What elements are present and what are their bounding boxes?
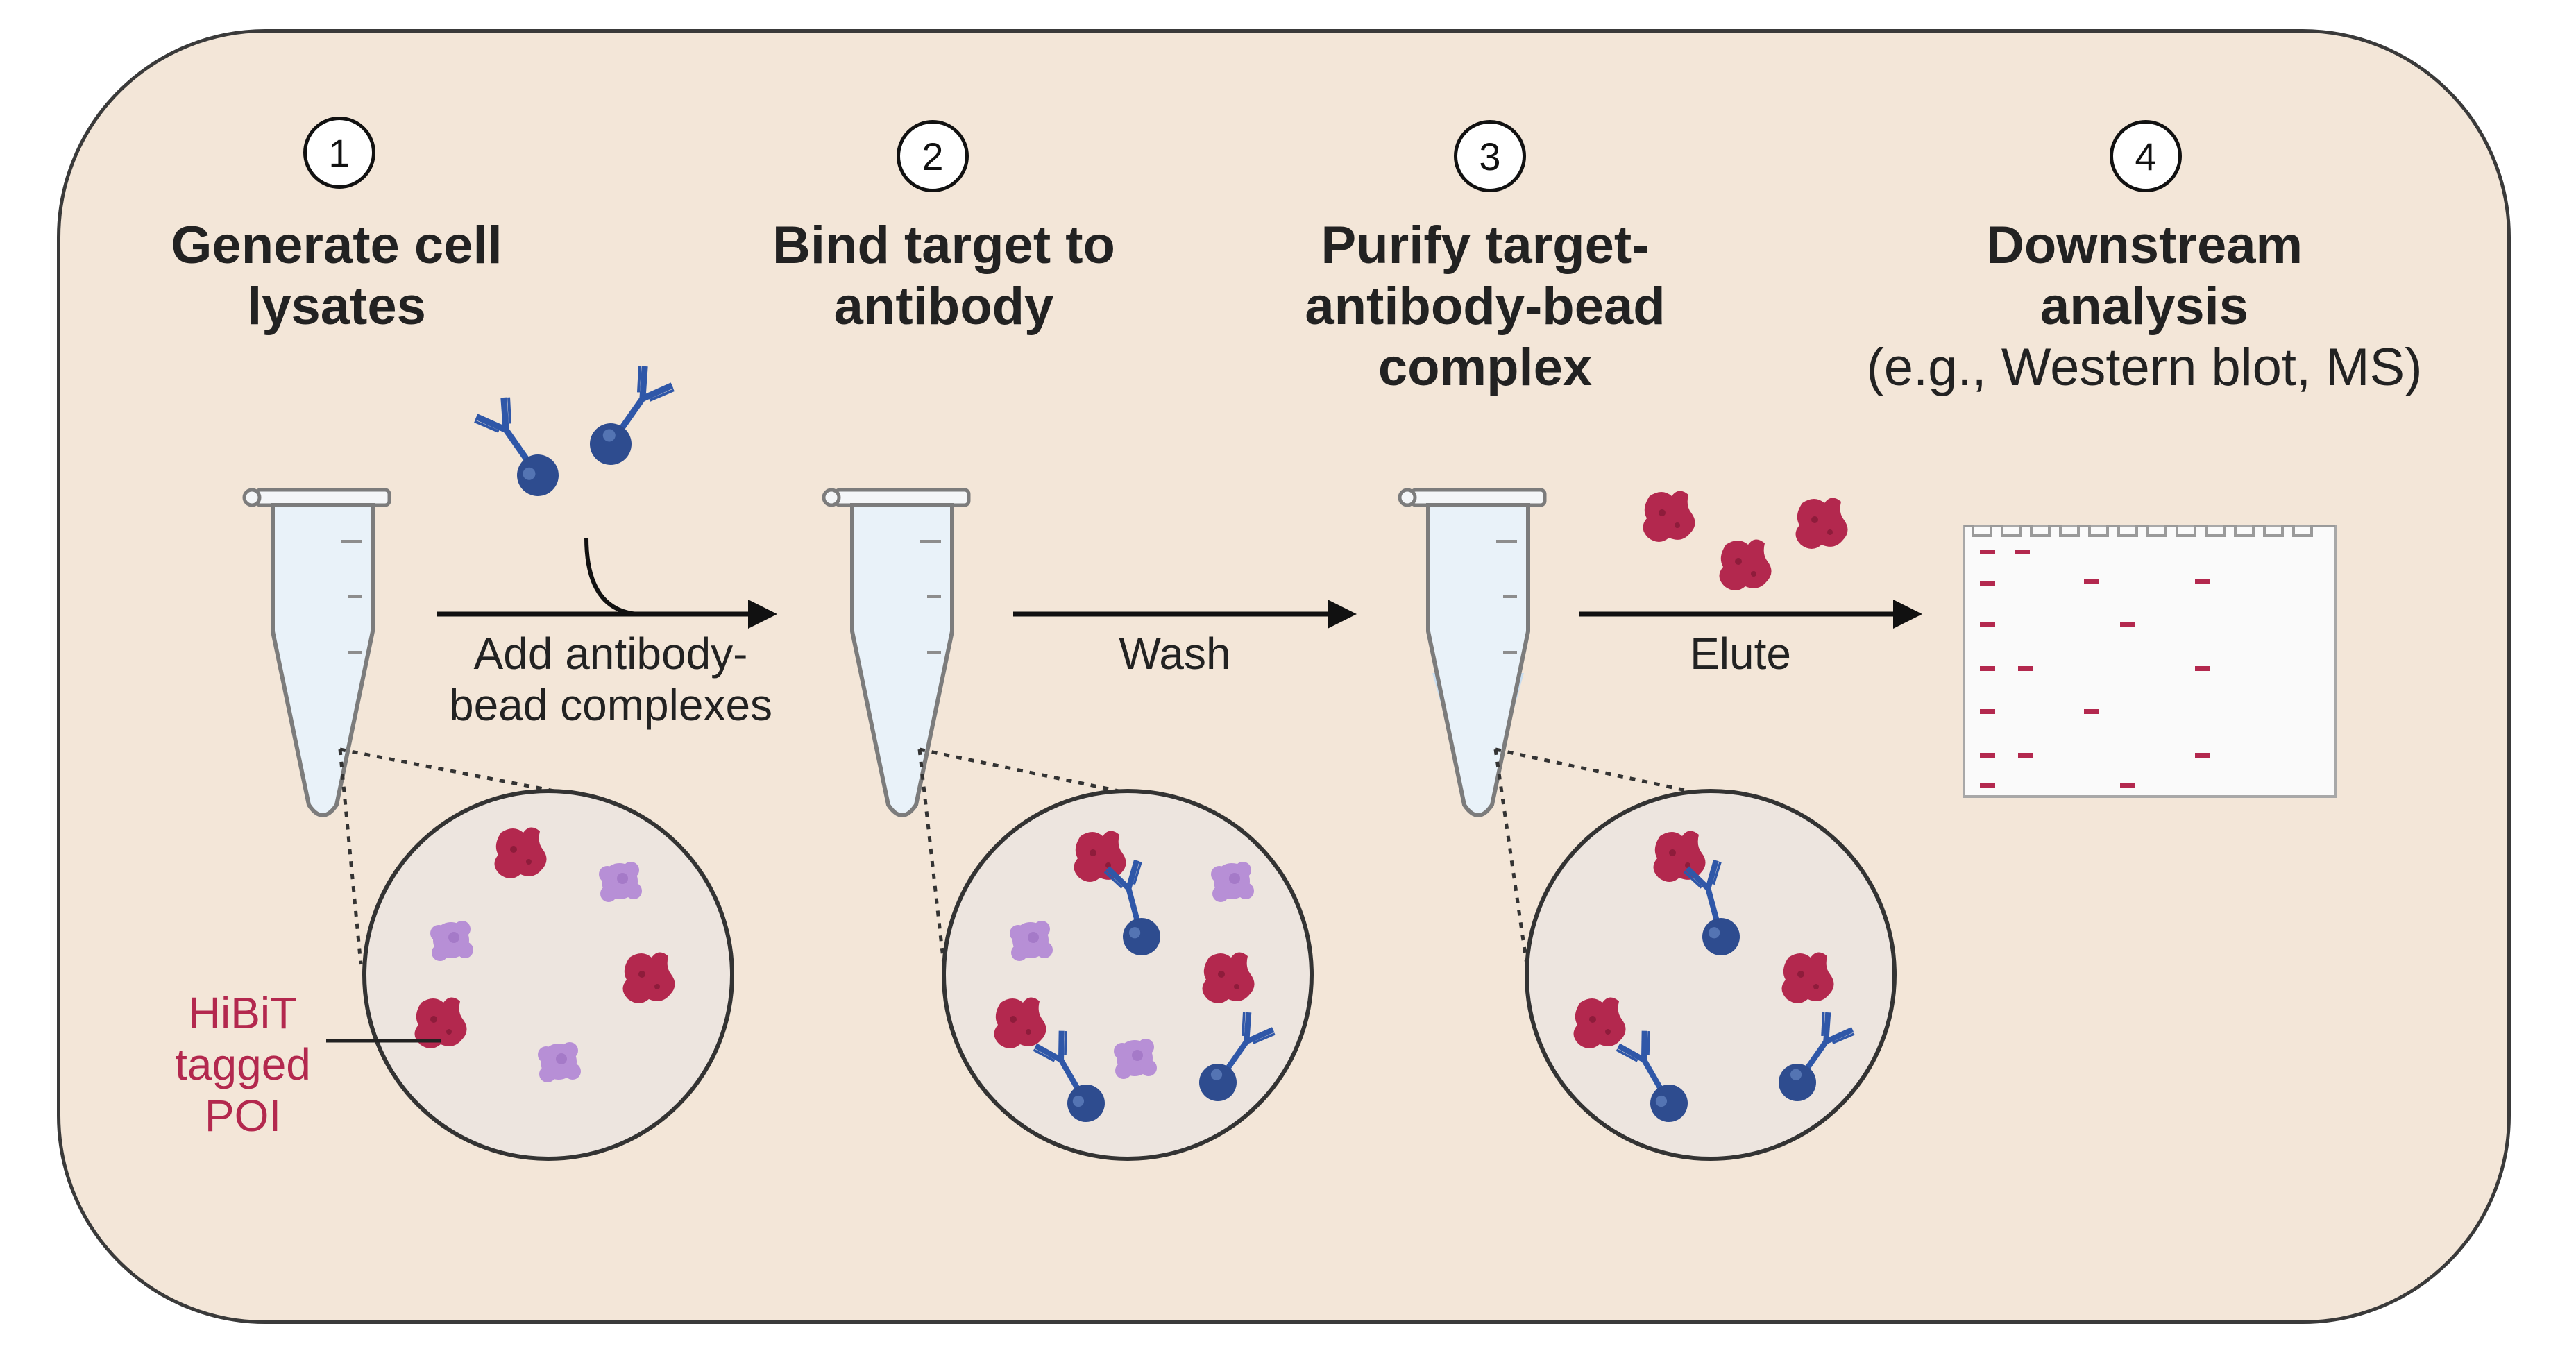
protein-icon [1114, 1039, 1157, 1079]
step-4-subtitle: (e.g., Western blot, MS) [1866, 338, 2423, 397]
step-2-title-line-2: antibody [833, 277, 1054, 336]
protein-icon [1573, 997, 1626, 1048]
step-3-title: Purify target- antibody-bead complex [1242, 215, 1728, 398]
protein-icon [1010, 921, 1053, 961]
step-1-title: Generate cell lysates [94, 215, 579, 337]
protein-icon [1719, 539, 1772, 590]
step-4-number: 4 [2110, 120, 2182, 192]
protein-icon [622, 952, 675, 1003]
western-blot-membrane-icon [1963, 525, 2337, 798]
protein-icon [599, 862, 642, 902]
tube-step-2 [824, 490, 969, 815]
step-4-title-line-1: Downstream [1985, 216, 2303, 275]
step-3-title-line-1: Purify target- [1321, 216, 1650, 275]
tube-step-3 [1400, 490, 1545, 815]
arrow-add-antibody [437, 537, 777, 629]
protein-icon [1074, 831, 1126, 882]
step-4-title-line-2: analysis [2040, 277, 2248, 336]
protein-icon [1211, 862, 1254, 902]
protein-icon [1643, 491, 1695, 542]
step-3-number: 3 [1454, 120, 1526, 192]
add-antibody-label-line-2: bead complexes [448, 680, 773, 730]
wash-label: Wash [1119, 629, 1231, 679]
step-2-number: 2 [897, 120, 969, 192]
protein-icon [1653, 831, 1706, 882]
antibody-bead-icon [473, 395, 567, 504]
step-2-title-line-1: Bind target to [772, 216, 1115, 275]
step-1-title-line-1: Generate cell [171, 216, 502, 275]
add-antibody-label-line-1: Add antibody- [473, 629, 748, 679]
hibit-tagged-poi-label: HiBiT tagged POI [139, 987, 347, 1141]
step-3-title-line-3: complex [1378, 338, 1593, 397]
hibit-label-line-2: tagged [175, 1039, 311, 1089]
step-3-title-line-2: antibody-bead [1305, 277, 1666, 336]
add-antibody-label: Add antibody- bead complexes [402, 628, 819, 731]
step-1-title-line-2: lysates [247, 277, 426, 336]
hibit-label-line-1: HiBiT [188, 988, 298, 1038]
protein-icon [1795, 498, 1848, 549]
protein-icon [1202, 952, 1255, 1003]
zoom-circle-purified [1525, 789, 1897, 1161]
hibit-label-line-3: POI [204, 1091, 282, 1141]
elute-label: Elute [1690, 629, 1791, 679]
blot-bands [1980, 550, 2210, 788]
step-1-number: 1 [303, 117, 375, 189]
arrow-wash [1013, 600, 1357, 629]
antibody-bead-icon [582, 364, 675, 473]
protein-icon [538, 1042, 581, 1082]
protein-icon [994, 997, 1046, 1048]
protein-icon [494, 827, 547, 878]
tube-step-1 [244, 490, 389, 815]
step-4-title: Downstream analysis [1901, 215, 2387, 337]
zoom-circle-binding [942, 789, 1314, 1161]
zoom-circle-lysate [362, 789, 734, 1161]
zoom-lines [338, 747, 1722, 965]
protein-icon [1781, 952, 1834, 1003]
step-2-title: Bind target to antibody [701, 215, 1187, 337]
protein-icon [430, 921, 473, 961]
arrow-elute [1579, 600, 1922, 629]
